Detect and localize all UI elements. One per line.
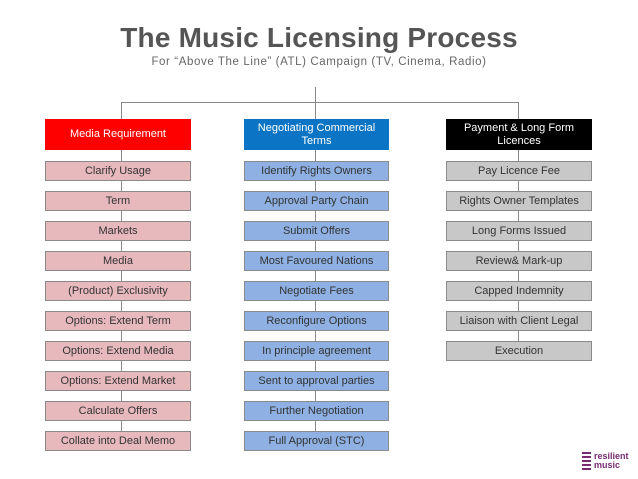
list-item: Full Approval (STC) (244, 431, 389, 451)
header-payment-long-form-licences: Payment & Long Form Licences (446, 119, 592, 150)
list-item: In principle agreement (244, 341, 389, 361)
list-item: Pay Licence Fee (446, 161, 592, 181)
connector-trunk (315, 87, 316, 102)
list-item: Capped Indemnity (446, 281, 592, 301)
logo-line1: resilient (594, 451, 629, 461)
resilient-music-logo-icon (582, 452, 591, 470)
logo-text: resilient music (594, 452, 629, 470)
list-item: Review& Mark-up (446, 251, 592, 271)
list-item: Rights Owner Templates (446, 191, 592, 211)
connector-col1 (121, 102, 122, 119)
list-item: Options: Extend Media (45, 341, 191, 361)
page-title: The Music Licensing Process (120, 22, 518, 53)
list-item: Submit Offers (244, 221, 389, 241)
list-item: Sent to approval parties (244, 371, 389, 391)
connector-col2 (315, 102, 316, 119)
list-item: Most Favoured Nations (244, 251, 389, 271)
header-media-requirement: Media Requirement (45, 119, 191, 150)
list-item: Term (45, 191, 191, 211)
list-item: Options: Extend Market (45, 371, 191, 391)
list-item: Approval Party Chain (244, 191, 389, 211)
list-item: Execution (446, 341, 592, 361)
list-item: Calculate Offers (45, 401, 191, 421)
list-item: Further Negotiation (244, 401, 389, 421)
list-item: Identify Rights Owners (244, 161, 389, 181)
page-subtitle: For “Above The Line” (ATL) Campaign (TV,… (151, 56, 487, 68)
list-item: Media (45, 251, 191, 271)
list-item: Markets (45, 221, 191, 241)
list-item: Liaison with Client Legal (446, 311, 592, 331)
header-negotiating-commercial-terms: Negotiating Commercial Terms (244, 119, 389, 150)
list-item: Options: Extend Term (45, 311, 191, 331)
list-item: Reconfigure Options (244, 311, 389, 331)
resilient-music-logo: resilient music (582, 452, 629, 470)
connector-horizontal (121, 102, 519, 103)
connector-col3 (518, 102, 519, 119)
spine-col3 (518, 150, 519, 350)
list-item: Collate into Deal Memo (45, 431, 191, 451)
logo-line2: music (594, 460, 621, 470)
list-item: (Product) Exclusivity (45, 281, 191, 301)
list-item: Negotiate Fees (244, 281, 389, 301)
list-item: Long Forms Issued (446, 221, 592, 241)
list-item: Clarify Usage (45, 161, 191, 181)
